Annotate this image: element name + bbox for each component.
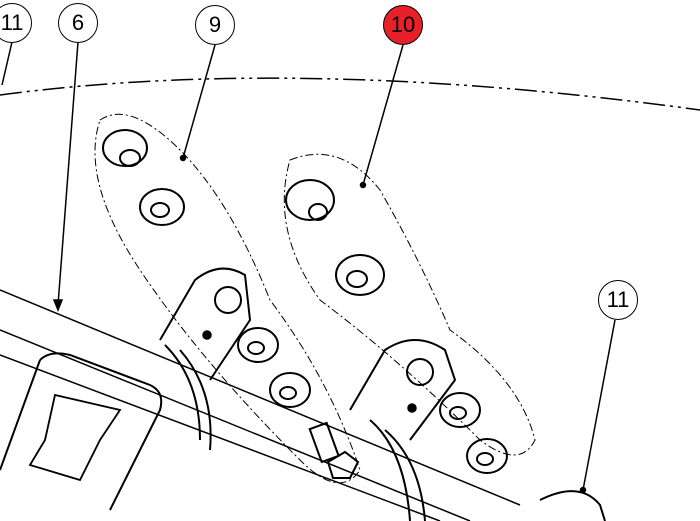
washer-9c	[269, 372, 311, 408]
washer-10a	[335, 254, 385, 296]
centerline	[0, 77, 700, 111]
group-9-outline	[94, 113, 361, 484]
callout-9[interactable]: 9	[195, 5, 235, 45]
grommet-9	[102, 129, 148, 167]
logo-mark	[28, 393, 122, 482]
muffler-edge	[0, 329, 471, 521]
end-clamp	[539, 490, 606, 521]
grommet-10	[285, 179, 335, 221]
washer-10c	[466, 438, 508, 474]
callout-11-left[interactable]: 11	[0, 3, 32, 43]
group-10-outline	[283, 153, 536, 456]
muffler-edge-top	[0, 289, 521, 506]
leader-11a	[1, 41, 13, 86]
washer-9b	[237, 327, 279, 363]
washer-9a	[139, 188, 185, 226]
bracket-10	[349, 339, 457, 441]
bolt	[308, 421, 360, 479]
callout-11-right[interactable]: 11	[598, 280, 638, 320]
callout-6[interactable]: 6	[58, 3, 98, 43]
leader-11b	[582, 319, 616, 491]
leader-6-arrow	[52, 299, 64, 313]
washer-10b	[439, 392, 481, 428]
bracket-9	[159, 267, 252, 381]
logo-plate	[0, 352, 163, 511]
leader-9	[182, 44, 216, 159]
leader-10	[362, 44, 404, 186]
leader-6	[57, 41, 79, 306]
callout-10-highlighted[interactable]: 10	[383, 5, 423, 45]
